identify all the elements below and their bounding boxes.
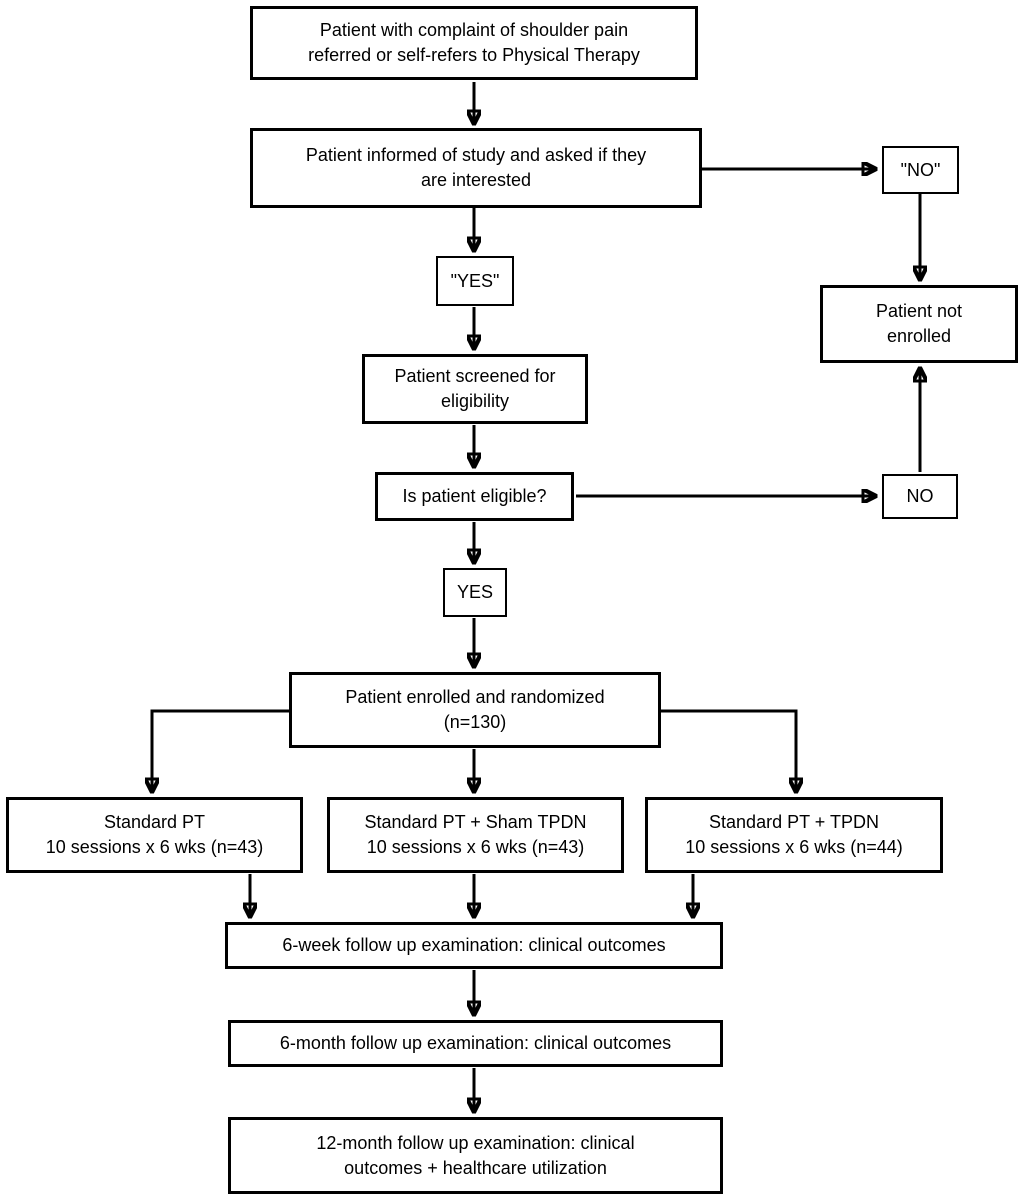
node-followup-12-month-line2: outcomes + healthcare utilization <box>344 1157 607 1178</box>
node-followup-6-month-label: 6-month follow up examination: clinical … <box>279 1033 672 1053</box>
node-arm-sham-tpdn: Standard PT + Sham TPDN 10 sessions x 6 … <box>327 797 624 873</box>
node-followup-6-week: 6-week follow up examination: clinical o… <box>225 922 723 969</box>
node-arm-standard-pt-line1: Standard PT <box>103 812 206 832</box>
node-not-enrolled: Patient not enrolled <box>820 285 1018 363</box>
node-not-eligible-label: NO <box>906 486 934 506</box>
node-not-eligible: NO <box>882 474 958 519</box>
node-eligible-yes: YES <box>443 568 507 617</box>
node-arm-sham-tpdn-line2: 10 sessions x 6 wks (n=43) <box>366 837 585 857</box>
node-no-response: "NO" <box>882 146 959 194</box>
node-complaint-line2: referred or self-refers to Physical Ther… <box>308 45 640 65</box>
node-yes-response-label: "YES" <box>450 270 500 291</box>
node-screened: Patient screened for eligibility <box>362 354 588 424</box>
node-arm-standard-pt-line2: 10 sessions x 6 wks (n=43) <box>45 837 264 857</box>
node-followup-6-month: 6-month follow up examination: clinical … <box>228 1020 723 1067</box>
node-informed-line2: are interested <box>420 170 532 190</box>
arrow-randomized-to-tpdn <box>661 709 796 791</box>
node-followup-6-week-label: 6-week follow up examination: clinical o… <box>282 935 666 955</box>
node-randomized-line1: Patient enrolled and randomized <box>345 687 605 707</box>
node-informed: Patient informed of study and asked if t… <box>250 128 702 208</box>
node-no-response-label: "NO" <box>900 159 941 180</box>
node-followup-12-month: 12-month follow up examination: clinical… <box>228 1117 723 1194</box>
node-arm-tpdn-line2: 10 sessions x 6 wks (n=44) <box>685 837 903 857</box>
node-yes-response: "YES" <box>436 256 514 306</box>
node-not-enrolled-line1: Patient not <box>875 301 963 321</box>
node-randomized: Patient enrolled and randomized (n=130) <box>289 672 661 748</box>
node-arm-sham-tpdn-line1: Standard PT + Sham TPDN <box>364 812 587 832</box>
node-eligible-question: Is patient eligible? <box>375 472 574 521</box>
node-complaint-line1: Patient with complaint of shoulder pain <box>319 20 629 40</box>
node-screened-line2: eligibility <box>440 391 510 411</box>
node-eligible-yes-label: YES <box>456 582 494 602</box>
node-arm-tpdn: Standard PT + TPDN 10 sessions x 6 wks (… <box>645 797 943 873</box>
node-complaint: Patient with complaint of shoulder pain … <box>250 6 698 80</box>
node-arm-tpdn-line1: Standard PT + TPDN <box>709 812 879 832</box>
node-followup-12-month-line1: 12-month follow up examination: clinical <box>316 1132 635 1153</box>
node-screened-line1: Patient screened for <box>394 366 556 386</box>
node-eligible-question-label: Is patient eligible? <box>402 486 547 506</box>
node-informed-line1: Patient informed of study and asked if t… <box>305 145 647 165</box>
arrow-randomized-to-standard-pt <box>152 709 289 791</box>
node-randomized-line2: (n=130) <box>443 712 507 732</box>
node-not-enrolled-line2: enrolled <box>886 326 952 346</box>
node-arm-standard-pt: Standard PT 10 sessions x 6 wks (n=43) <box>6 797 303 873</box>
